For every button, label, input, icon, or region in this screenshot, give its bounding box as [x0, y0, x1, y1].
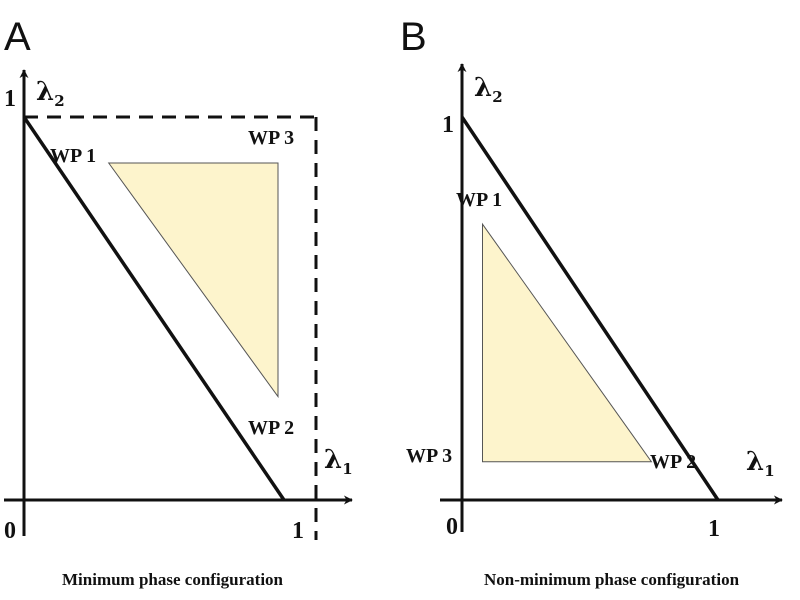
panel-a-y-tick-1: 1	[4, 86, 16, 112]
panel-a-wp2-label: WP 2	[248, 417, 294, 439]
panel-a-x-axis-label: λ1	[324, 445, 353, 478]
panel-b-wp1-label: WP 1	[456, 189, 502, 211]
panel-b-constraint-line	[460, 116, 720, 501]
panel-a-x-tick-1: 1	[292, 518, 304, 544]
panel-a-wp3-label: WP 3	[248, 127, 294, 149]
panel-b-wp2-label: WP 2	[650, 451, 696, 473]
panel-a-wp1-label: WP 1	[50, 145, 96, 167]
panel-b-caption: Non-minimum phase configuration	[484, 570, 740, 589]
panel-a: A λ2 λ1 1 0 1 WP 1 WP 2 WP 3 Minimum pha	[4, 15, 353, 589]
panel-a-y-axis-label: λ2	[36, 77, 65, 110]
panel-b-y-tick-1: 1	[442, 112, 454, 138]
panel-b-letter: B	[400, 15, 427, 59]
panel-b-operating-region	[482, 222, 653, 463]
panel-a-origin-label: 0	[4, 518, 16, 544]
panel-a-letter: A	[4, 15, 31, 59]
panel-b-x-tick-1: 1	[708, 516, 720, 542]
panel-b-origin-label: 0	[446, 514, 458, 540]
panel-b-x-axis-label: λ1	[746, 447, 775, 480]
panel-a-constraint-line	[22, 116, 286, 501]
panel-b-wp3-label: WP 3	[406, 445, 452, 467]
panel-b: B λ2 λ1 1 0 1 WP 1 WP 2 WP 3 Non-minimum…	[400, 15, 783, 589]
panel-a-caption: Minimum phase configuration	[62, 570, 284, 589]
panel-a-operating-region	[107, 162, 279, 399]
panel-b-y-axis-label: λ2	[474, 73, 503, 106]
